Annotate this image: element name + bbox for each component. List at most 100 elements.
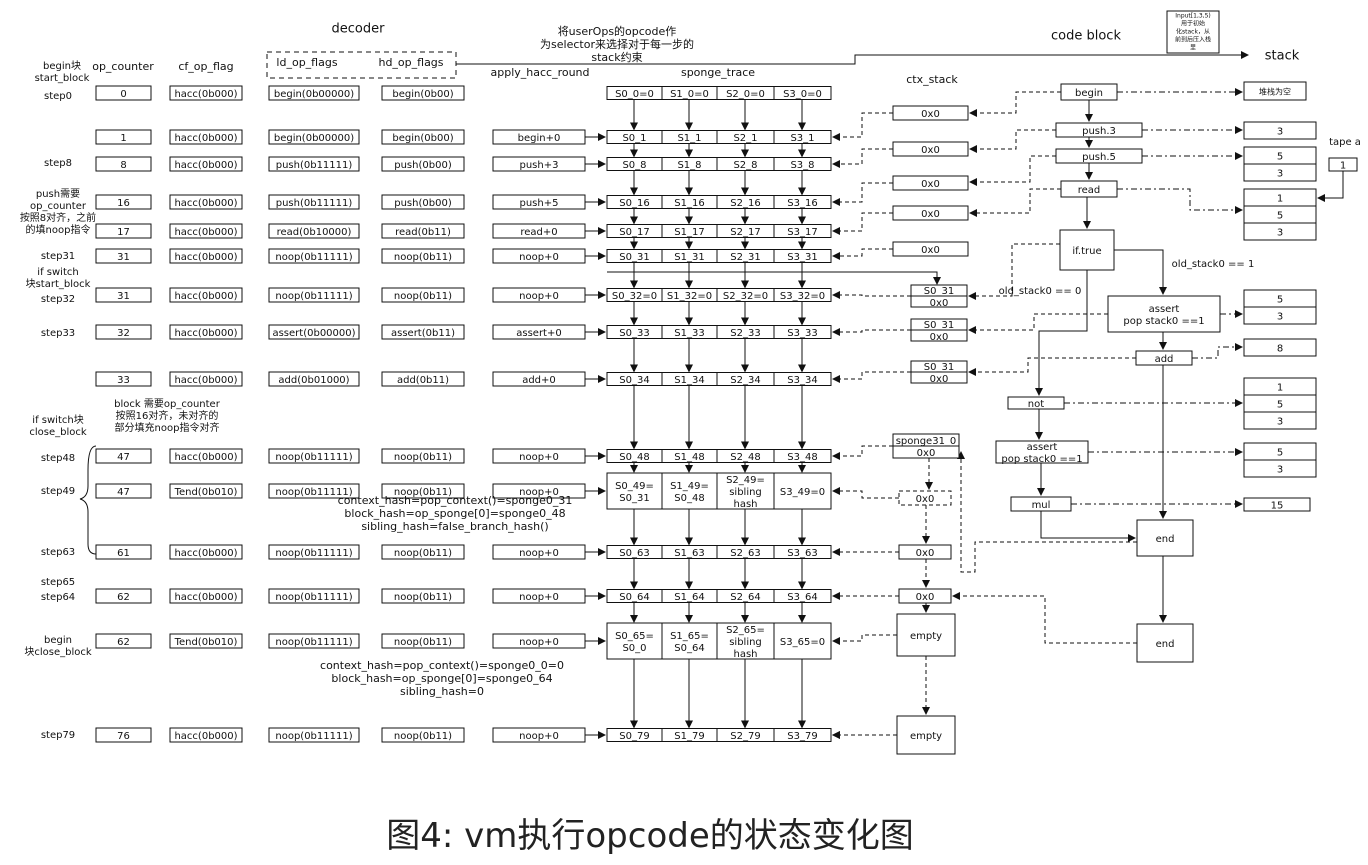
apply-hacc-round-cell bbox=[492, 129, 586, 145]
ctx-to-sponge-r32 bbox=[832, 291, 911, 299]
sponge-cell-s1-text: S1_64 bbox=[674, 592, 704, 603]
connector-lines bbox=[585, 88, 1243, 739]
selector-note-line-2: stack约束 bbox=[591, 51, 642, 64]
ctx-stack-cell-r8-text: 0x0 bbox=[921, 145, 940, 156]
sponge-cell-s3-text: S3_32=0 bbox=[780, 291, 825, 302]
sponge-cell-s2-text-line-0: S2_65= bbox=[726, 625, 765, 636]
hd-op-flags-cell-text: noop(0b11) bbox=[394, 731, 452, 742]
ctx-stack-cell-r34-text-line-0: S0_31 bbox=[924, 362, 954, 373]
sponge-cell-s0-text: S0_17 bbox=[619, 227, 649, 238]
apply-hacc-round-cell-text: noop+0 bbox=[519, 731, 559, 742]
sponge-cell-s0-text-line-1: S0_31 bbox=[619, 493, 649, 504]
op-counter-cell-text: 16 bbox=[117, 198, 130, 209]
apply-hacc-round-cell-text: push+3 bbox=[520, 160, 559, 171]
ld-op-flags-cell-text: noop(0b11111) bbox=[275, 592, 352, 603]
step-label-begin_close-line-1: 块close_block bbox=[24, 646, 91, 658]
ctx-stack-cell-r79 bbox=[896, 715, 956, 755]
sponge-cell-s0-text: S0_8 bbox=[622, 160, 646, 171]
sponge-cell-s2-text: S2_16 bbox=[730, 198, 760, 209]
cf-op-flag-cell bbox=[169, 448, 243, 464]
ctx-stack-cell-r79-text: empty bbox=[910, 731, 942, 742]
cf-op-flag-cell-text: hacc(0b000) bbox=[174, 160, 237, 171]
flow-if-false-branch bbox=[1035, 270, 1088, 396]
op-counter-cell-text: 47 bbox=[117, 452, 130, 463]
stack-after-mul-cell-0-text: 15 bbox=[1271, 501, 1284, 512]
op-counter-cell-text: 33 bbox=[117, 375, 130, 386]
sponge-cell-s2-text-line-2: hash bbox=[733, 649, 757, 660]
ld-op-flags-cell-text: noop(0b11111) bbox=[275, 731, 352, 742]
ctx-stack-cell-r16-text: 0x0 bbox=[921, 179, 940, 190]
ld-op-flags-cell-text: assert(0b00000) bbox=[272, 328, 355, 339]
sponge-cell-s1-text: S1_8 bbox=[677, 160, 701, 171]
code-end2-to-ctx bbox=[952, 592, 1137, 644]
sponge-cell-s0-text-line-1: S0_0 bbox=[622, 643, 646, 654]
cf-op-flag-cell bbox=[169, 129, 243, 145]
sponge-cell-s1 bbox=[661, 622, 718, 660]
code-node-assert-true-text-line-0: assert bbox=[1149, 304, 1180, 315]
ld-op-flags-cell bbox=[268, 448, 360, 464]
sponge-cell-s3 bbox=[773, 472, 832, 510]
sponge-cell-s1-text-line-0: S1_65= bbox=[670, 631, 709, 642]
ld-op-flags-cell-text: add(0b01000) bbox=[278, 375, 349, 386]
hash-note-step65-line-2: sibling_hash=0 bbox=[400, 685, 484, 698]
code-node-end-inner-text: end bbox=[1156, 534, 1175, 545]
ld-op-flags-cell-text: begin(0b00000) bbox=[274, 89, 354, 100]
hd-op-flags-cell bbox=[381, 129, 465, 145]
cf-op-flag-header: cf_op_flag bbox=[178, 60, 233, 73]
ld-op-flags-cell-text: noop(0b11111) bbox=[275, 452, 352, 463]
sponge-cell-s0-text: S0_16 bbox=[619, 198, 649, 209]
ctx-stack-cell-r1-text: 0x0 bbox=[921, 109, 940, 120]
cf-op-flag-cell-text: hacc(0b000) bbox=[174, 452, 237, 463]
ld-op-flags-header: ld_op_flags bbox=[276, 56, 337, 69]
ld-op-flags-cell-text: begin(0b00000) bbox=[274, 133, 354, 144]
sponge-cell-s3-text: S3_63 bbox=[787, 548, 817, 559]
code-assert-to-ctx bbox=[968, 313, 1108, 334]
apply-hacc-round-cell bbox=[492, 727, 586, 743]
ld-op-flags-cell bbox=[268, 287, 360, 303]
cf-op-flag-cell-text: hacc(0b000) bbox=[174, 291, 237, 302]
op-counter-cell bbox=[95, 248, 152, 264]
hd-op-flags-cell bbox=[381, 588, 465, 604]
sponge-cell-s2-text: S2_8 bbox=[733, 160, 757, 171]
sponge-cell-s1-text: S1_79 bbox=[674, 731, 704, 742]
ld-op-flags-cell-text: push(0b11111) bbox=[276, 160, 353, 171]
step-label-push_note-line-2: 按照8对齐，之前 bbox=[20, 211, 96, 224]
cf-op-flag-cell-text: hacc(0b000) bbox=[174, 252, 237, 263]
hd-op-flags-cell-text: add(0b11) bbox=[397, 375, 449, 386]
ld-op-flags-cell-text: noop(0b11111) bbox=[275, 487, 352, 498]
ld-op-flags-cell bbox=[268, 371, 360, 387]
op-counter-cell bbox=[95, 194, 152, 210]
hd-op-flags-cell bbox=[381, 727, 465, 743]
apply-hacc-round-cell bbox=[492, 633, 586, 649]
code-add-to-ctx bbox=[968, 357, 1136, 376]
step-label-step65: step65 bbox=[41, 577, 75, 588]
ctx-to-sponge-r8 bbox=[832, 148, 893, 168]
sponge-cell-s0 bbox=[606, 622, 663, 660]
apply-hacc-round-cell bbox=[492, 483, 586, 499]
ld-op-flags-cell-text: read(0b10000) bbox=[277, 227, 352, 238]
cf-op-flag-cell-text: hacc(0b000) bbox=[174, 592, 237, 603]
ctx-stack-header: ctx_stack bbox=[906, 73, 958, 86]
sponge-cell-s2-text: S2_63 bbox=[730, 548, 760, 559]
sponge-cell-s1-text: S1_31 bbox=[674, 252, 704, 263]
op-counter-cell bbox=[95, 129, 152, 145]
apply-hacc-round-cell bbox=[492, 588, 586, 604]
hd-op-flags-cell-text: noop(0b11) bbox=[394, 252, 452, 263]
hd-op-flags-cell bbox=[381, 194, 465, 210]
op-counter-cell-text: 62 bbox=[117, 592, 130, 603]
sponge-cell-s0-text-line-0: S0_49= bbox=[615, 481, 654, 492]
ctx-stack-cell-r31-text: 0x0 bbox=[921, 245, 940, 256]
stack-empty-text: 堆栈为空 bbox=[1259, 87, 1291, 97]
cf-op-flag-cell bbox=[169, 727, 243, 743]
sponge-cell-s1-text: S1_1 bbox=[677, 133, 701, 144]
sponge-cell-s0-text: S0_48 bbox=[619, 452, 649, 463]
apply-hacc-round-cell bbox=[492, 248, 586, 264]
input-note-line-3: 前到后压入栈 bbox=[1175, 36, 1211, 44]
